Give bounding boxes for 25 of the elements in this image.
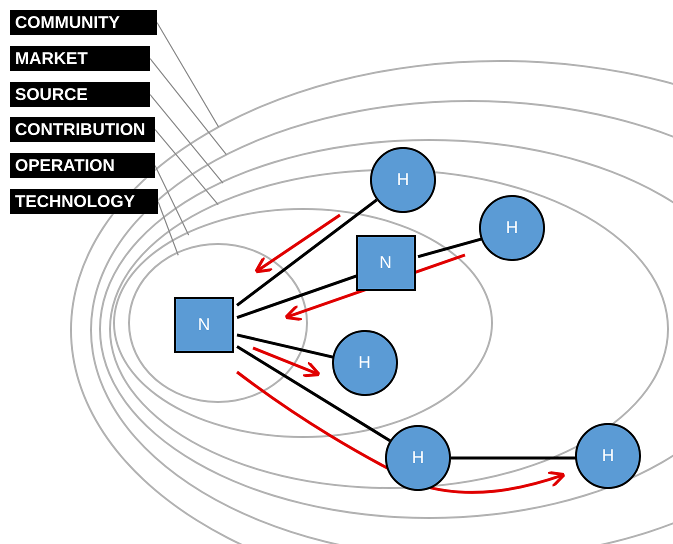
leader-line (157, 201, 179, 256)
leader-line (150, 94, 224, 184)
leader-line (154, 165, 190, 236)
node-circle: H (575, 423, 641, 489)
connector-line (236, 274, 358, 319)
node-circle: H (332, 330, 398, 396)
label-tag: COMMUNITY (10, 10, 157, 35)
connector-line (236, 333, 336, 360)
connector-line (451, 456, 577, 460)
connector-line (418, 237, 483, 258)
connector-line (236, 345, 391, 442)
leader-line (150, 58, 227, 155)
node-circle: H (479, 195, 545, 261)
leader-line (156, 22, 220, 128)
node-square: N (356, 234, 416, 290)
node-square: N (174, 297, 234, 353)
label-tag: OPERATION (10, 153, 155, 178)
label-tag: SOURCE (10, 82, 150, 107)
label-tag: CONTRIBUTION (10, 117, 155, 142)
label-tag: MARKET (10, 46, 150, 71)
ellipse-ring (113, 208, 493, 438)
leader-line (154, 129, 219, 206)
ellipse-ring (128, 242, 308, 402)
connector-line (236, 198, 378, 307)
label-tag: TECHNOLOGY (10, 189, 158, 214)
